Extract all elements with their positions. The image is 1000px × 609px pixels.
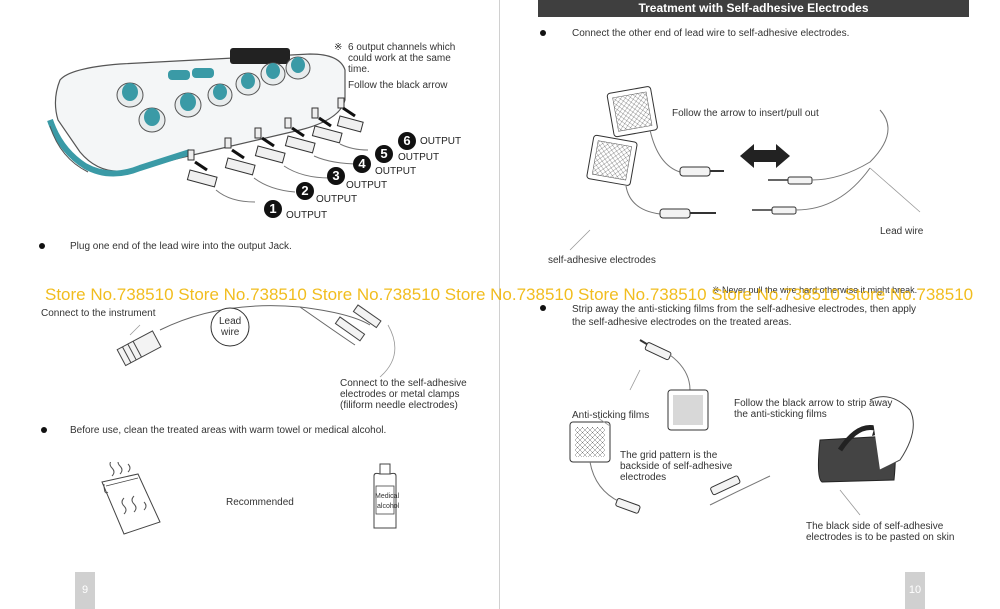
follow-black-line-2: the anti-sticking films — [734, 409, 827, 420]
output-label-6: OUTPUT — [420, 136, 462, 147]
note-channels-line-3: time. — [348, 64, 370, 75]
lead-wire-illustration — [116, 304, 396, 378]
bullet-right-step-1 — [540, 30, 546, 36]
alcohol-bottle-icon — [373, 463, 397, 529]
bottle-label-line-2: alcohol — [377, 503, 400, 510]
step-connect-electrodes: Connect the other end of lead wire to se… — [572, 28, 850, 39]
device-illustration — [47, 48, 369, 203]
strip-film-illustration — [569, 339, 914, 516]
black-side-line-1: The black side of self-adhesive — [806, 521, 944, 532]
output-number-6: 6 — [398, 132, 416, 150]
output-label-3: OUTPUT — [346, 180, 388, 191]
step-plug-lead-wire: Plug one end of the lead wire into the o… — [70, 241, 292, 252]
note-channels-line-2: could work at the same — [348, 53, 451, 64]
arrow-insert-label: Follow the arrow to insert/pull out — [672, 108, 819, 119]
step-strip-line-1: Strip away the anti-sticking films from … — [572, 304, 917, 315]
bullet-step-2 — [41, 427, 47, 433]
step-clean-areas: Before use, clean the treated areas with… — [70, 425, 387, 436]
self-adhesive-label: self-adhesive electrodes — [548, 255, 656, 266]
page-number-right: 10 — [905, 572, 925, 609]
lead-wire-label: Lead wire — [880, 226, 924, 237]
grid-pattern-line-1: The grid pattern is the — [620, 450, 718, 461]
follow-black-line-1: Follow the black arrow to strip away — [734, 398, 893, 409]
store-watermark: Store No.738510 Store No.738510 Store No… — [45, 285, 974, 304]
output-number-4: 4 — [353, 155, 371, 173]
warning-note: ※ Never pull the wire hard otherwise it … — [712, 285, 918, 295]
bottle-label-line-1: Medical — [375, 493, 400, 500]
note-follow-arrow: Follow the black arrow — [348, 80, 448, 91]
output-label-5: OUTPUT — [398, 152, 440, 163]
output-label-1: OUTPUT — [286, 210, 328, 221]
warm-towel-icon — [101, 462, 161, 535]
right-page: Treatment with Self-adhesive Electrodes … — [500, 0, 1000, 609]
electrode-illustration — [569, 86, 921, 251]
lead-wire-circle-line-2: wire — [221, 327, 240, 338]
output-number-2: 2 — [296, 182, 314, 200]
output-label-2: OUTPUT — [316, 194, 358, 205]
output-number-5: 5 — [375, 145, 393, 163]
step-strip-line-2: the self-adhesive electrodes on the trea… — [572, 317, 792, 328]
output-label-4: OUTPUT — [375, 166, 417, 177]
recommended-label: Recommended — [226, 497, 294, 508]
connect-electrodes-line-2: electrodes or metal clamps — [340, 389, 460, 400]
page-number-left: 9 — [75, 572, 95, 609]
note-mark: ※ — [334, 42, 343, 53]
grid-pattern-line-2: backside of self-adhesive — [620, 461, 733, 472]
note-channels-line-1: 6 output channels which — [348, 42, 456, 53]
left-page: ※ 6 output channels which could work at … — [39, 0, 500, 609]
output-number-3: 3 — [327, 167, 345, 185]
output-number-1: 1 — [264, 200, 282, 218]
connect-electrodes-line-1: Connect to the self-adhesive — [340, 378, 467, 389]
connect-electrodes-line-3: (filiform needle electrodes) — [340, 400, 458, 411]
black-side-line-2: electrodes is to be pasted on skin — [806, 532, 955, 543]
anti-sticking-label: Anti-sticking films — [572, 410, 650, 421]
section-header: Treatment with Self-adhesive Electrodes — [538, 0, 969, 17]
grid-pattern-line-3: electrodes — [620, 472, 667, 483]
connect-instrument-label: Connect to the instrument — [41, 308, 156, 319]
lead-wire-circle-line-1: Lead — [219, 316, 242, 327]
bullet-step-1 — [39, 243, 45, 249]
bullet-right-step-2 — [540, 305, 546, 311]
